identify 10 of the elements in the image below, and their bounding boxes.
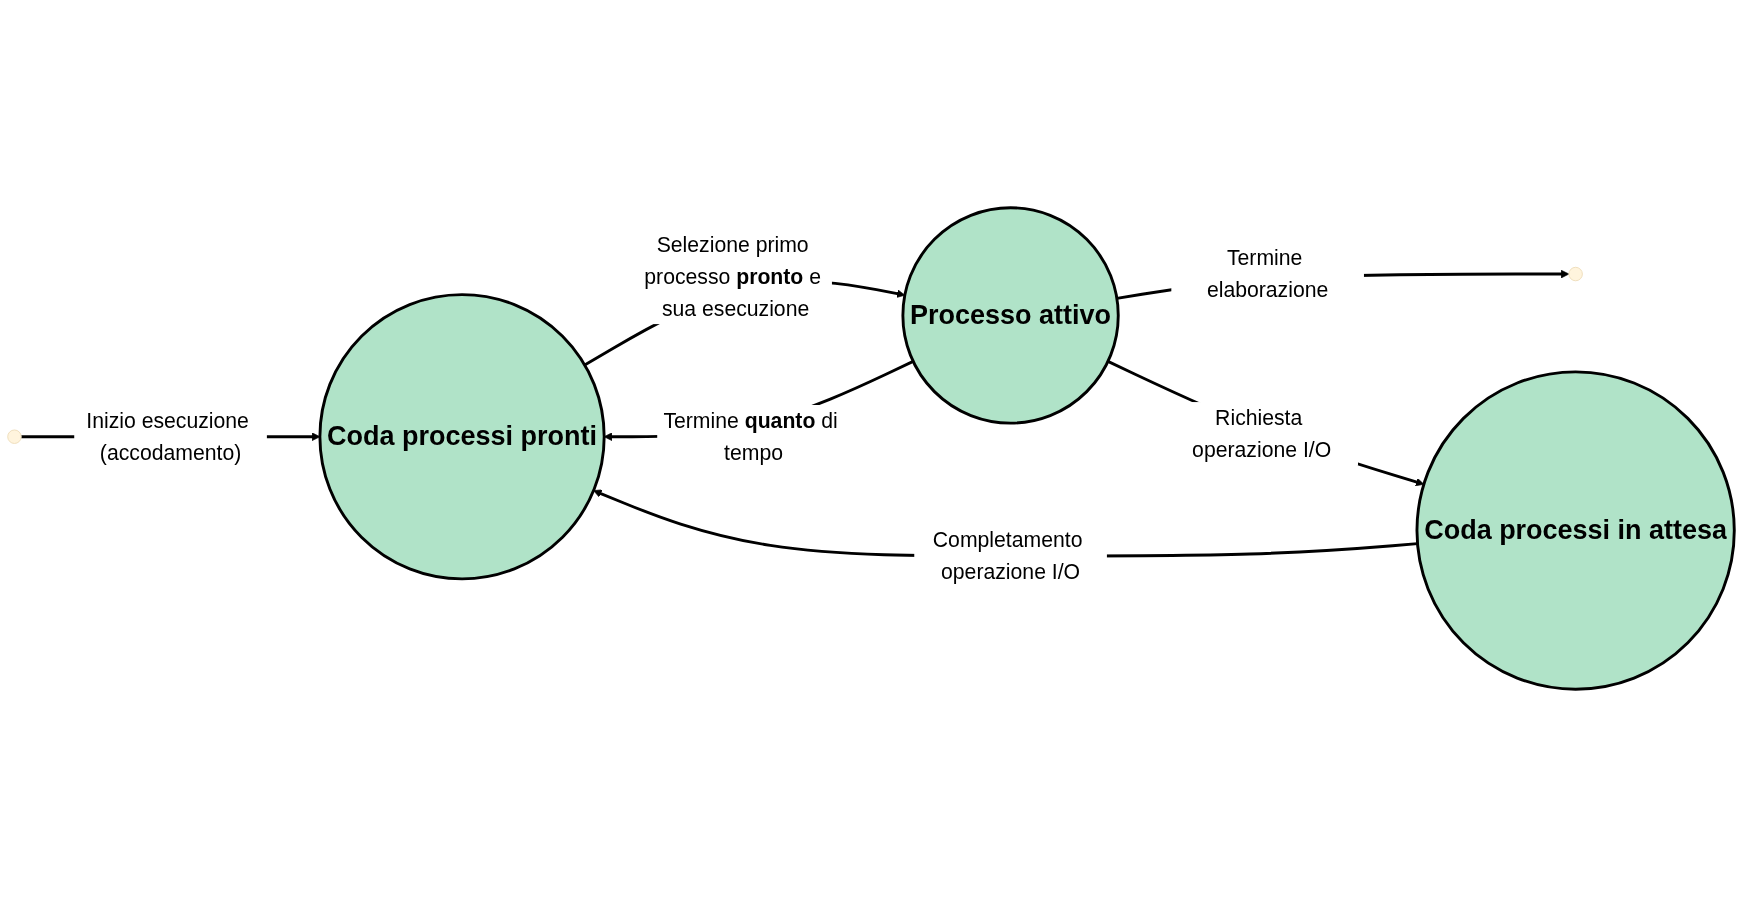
edge-label: Selezione primo processo pronto e sua esecuzione xyxy=(644,232,821,321)
node-circle: Coda processi pronti xyxy=(318,293,606,581)
node-circle: Processo attivo xyxy=(901,206,1120,425)
node-circle: Coda processi in attesa xyxy=(1415,370,1736,691)
edge-label: Termine quanto di tempo xyxy=(663,408,838,465)
edge-label: Completamento operazione I/O xyxy=(932,528,1083,585)
arrow xyxy=(1107,360,1425,487)
edge-label: Richiesta operazione I/O xyxy=(1192,405,1332,462)
edge-label: Termine elaborazione xyxy=(1206,246,1329,302)
edge-label: Inizio esecuzione (accodamento) xyxy=(86,408,249,465)
